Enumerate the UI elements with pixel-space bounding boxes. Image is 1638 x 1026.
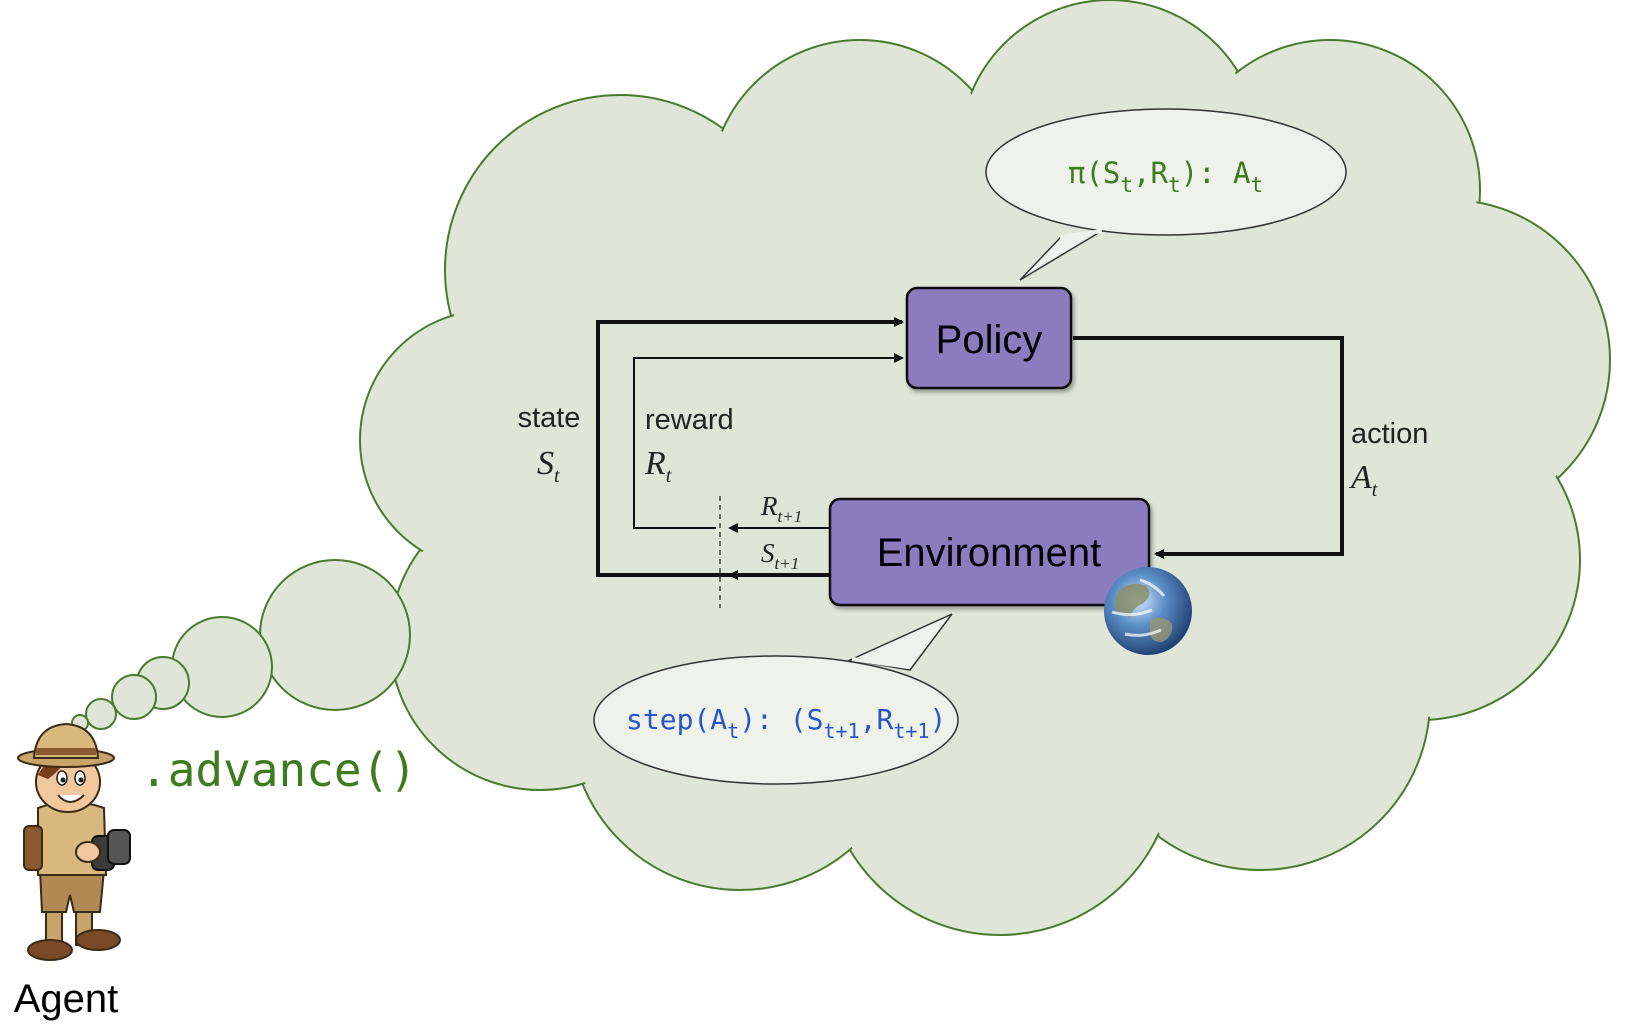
agent-label: Agent bbox=[14, 977, 119, 1021]
action-arrow bbox=[1073, 336, 1344, 559]
explorer-agent-icon bbox=[17, 722, 131, 961]
reward-label: reward Rt bbox=[644, 404, 734, 487]
environment-speech-bubble bbox=[593, 613, 959, 785]
advance-call-text: .advance() bbox=[140, 743, 417, 797]
environment-box[interactable]: Environment bbox=[828, 497, 1151, 607]
state-arrow bbox=[596, 317, 904, 577]
policy-function-text: π(St,Rt): At bbox=[1068, 156, 1263, 197]
state-symbol: St bbox=[537, 445, 560, 487]
loop-lines bbox=[596, 317, 1344, 608]
reward-word: reward bbox=[645, 404, 734, 436]
state-label: state St bbox=[518, 402, 581, 487]
earth-globe-icon bbox=[1104, 567, 1192, 655]
state-word: state bbox=[518, 402, 581, 434]
action-word: action bbox=[1351, 418, 1428, 450]
policy-speech-bubble bbox=[985, 108, 1347, 281]
policy-label: Policy bbox=[936, 318, 1043, 362]
env-step-function-text: step(At): (St+1,Rt+1) bbox=[626, 703, 946, 743]
next-reward-label: Rt+1 bbox=[760, 491, 802, 526]
reward-arrow bbox=[633, 353, 904, 529]
policy-box[interactable]: Policy bbox=[905, 286, 1073, 390]
action-label: action At bbox=[1349, 418, 1428, 501]
next-state-label: St+1 bbox=[761, 538, 799, 573]
environment-label: Environment bbox=[877, 531, 1102, 575]
reward-symbol: Rt bbox=[644, 445, 672, 487]
thought-trail bbox=[71, 559, 411, 732]
action-symbol: At bbox=[1349, 459, 1378, 501]
